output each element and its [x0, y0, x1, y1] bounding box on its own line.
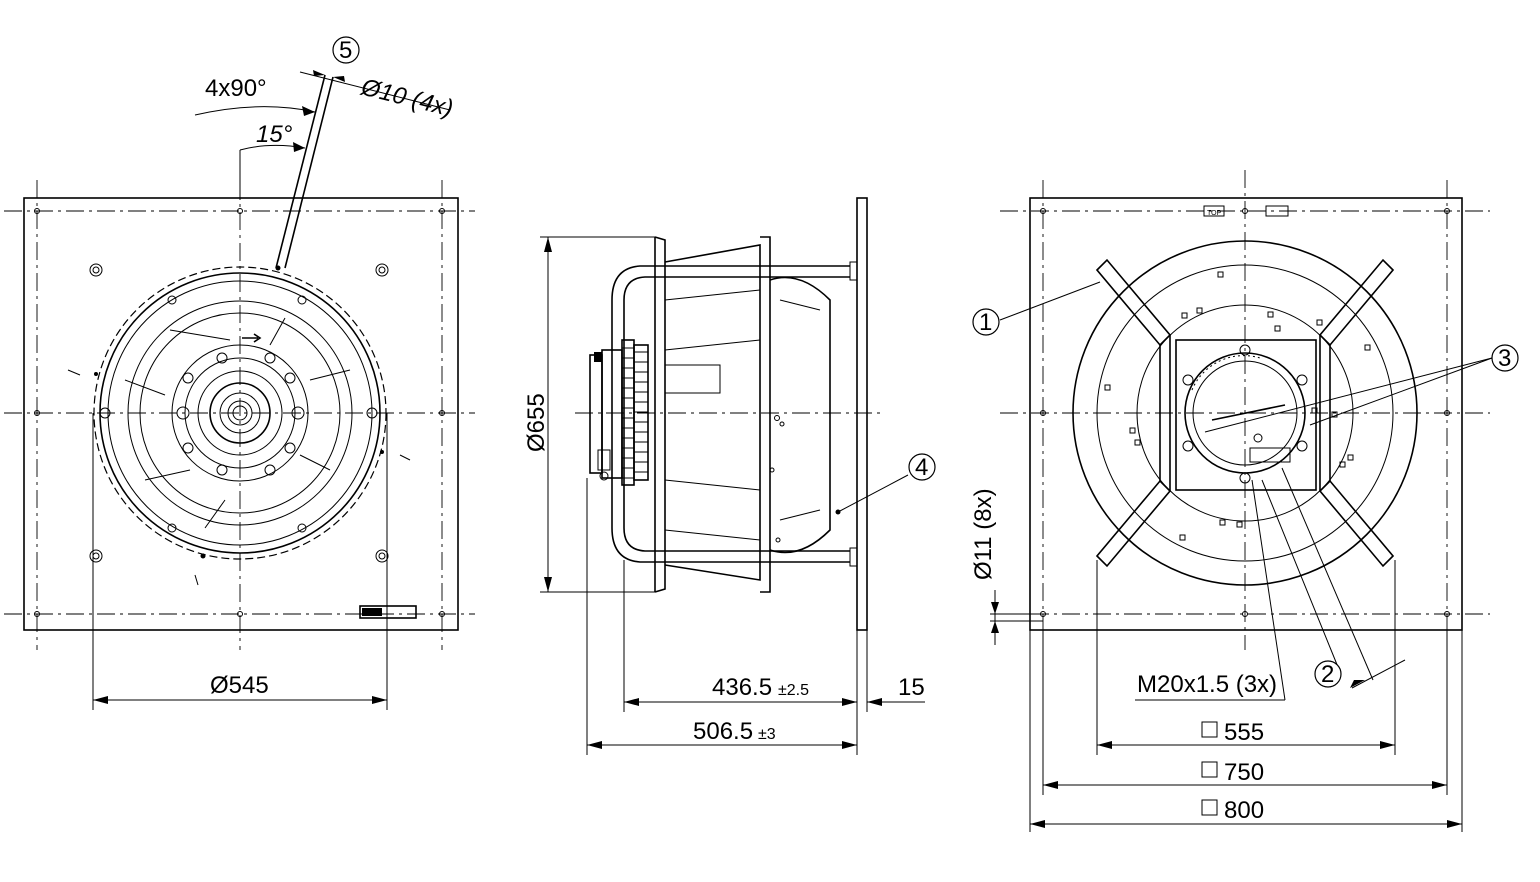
front-corner-holes [34, 208, 445, 617]
rear-hole-callout: Ø11 (8x) [970, 488, 997, 580]
svg-text:3: 3 [1498, 345, 1511, 372]
front-view: 4x90° 15° Ø10 (4x) Ø545 [4, 70, 475, 710]
rear-sq-750-dimension [1042, 630, 1448, 795]
front-bolt-circle [93, 266, 387, 560]
len-436-tolerance: ±2.5 [778, 682, 809, 699]
front-terminal-box [359, 605, 417, 619]
top-marker [1203, 205, 1225, 217]
sq-555-label: 555 [1224, 719, 1264, 746]
side-mounting-plate [856, 197, 868, 631]
thread-callout: M20x1.5 (3x) [1137, 671, 1277, 698]
rear-corner-holes [1040, 208, 1450, 617]
balloon-3: 3 [1491, 344, 1519, 372]
sq-750-label: 750 [1224, 759, 1264, 786]
front-hole-callout: Ø10 (4x) [358, 73, 456, 122]
balloon-5: 5 [332, 36, 360, 64]
balloon-2: 2 [1314, 660, 1342, 688]
balloon-1: 1 [972, 308, 1000, 336]
side-lower-strut [611, 527, 850, 563]
side-dia-655-dimension [540, 236, 655, 593]
rear-sq-800-dimension [1029, 630, 1463, 832]
dia-545-label: Ø545 [210, 672, 269, 699]
side-length-506-dimension [586, 478, 857, 755]
svg-text:1: 1 [979, 309, 992, 336]
svg-text:5: 5 [339, 37, 352, 64]
svg-text:4: 4 [915, 454, 928, 481]
rear-shroud [1072, 240, 1418, 586]
len-506-tolerance: ±3 [758, 726, 776, 743]
front-angle-dimensions [194, 70, 451, 269]
angle-offset-label: 15° [256, 121, 293, 148]
rear-motor-plate [1175, 339, 1317, 491]
side-motor [589, 339, 649, 486]
rear-hole-11-dimension [990, 590, 1043, 645]
len-436-label: 436.5 [712, 674, 772, 701]
rear-small-features [1104, 271, 1371, 541]
front-base-plate [23, 197, 459, 631]
svg-text:TOP: TOP [1207, 210, 1222, 217]
rear-view: TOP [970, 170, 1493, 832]
front-mounting-bolts [89, 263, 389, 563]
len-15-label: 15 [898, 674, 925, 701]
rear-support-struts [1095, 258, 1395, 568]
balloon-4: 4 [908, 453, 936, 481]
sq-800-label: 800 [1224, 797, 1264, 824]
side-view: Ø655 436.5 ±2.5 15 506.5 ±3 [523, 197, 925, 755]
front-impeller [67, 265, 411, 586]
side-thickness-15-dimension [867, 698, 925, 706]
dia-655-label: Ø655 [523, 393, 550, 452]
rear-sq-555-dimension [1096, 560, 1396, 755]
angle-pattern-label: 4x90° [205, 75, 267, 102]
front-dia-545-dimension [92, 413, 388, 710]
side-upper-strut [611, 265, 850, 301]
len-506-label: 506.5 [693, 718, 753, 745]
airflow-symbol [1265, 205, 1289, 217]
rear-base-plate [1029, 197, 1463, 631]
svg-text:2: 2 [1321, 661, 1334, 688]
side-length-436-dimension [623, 560, 868, 755]
